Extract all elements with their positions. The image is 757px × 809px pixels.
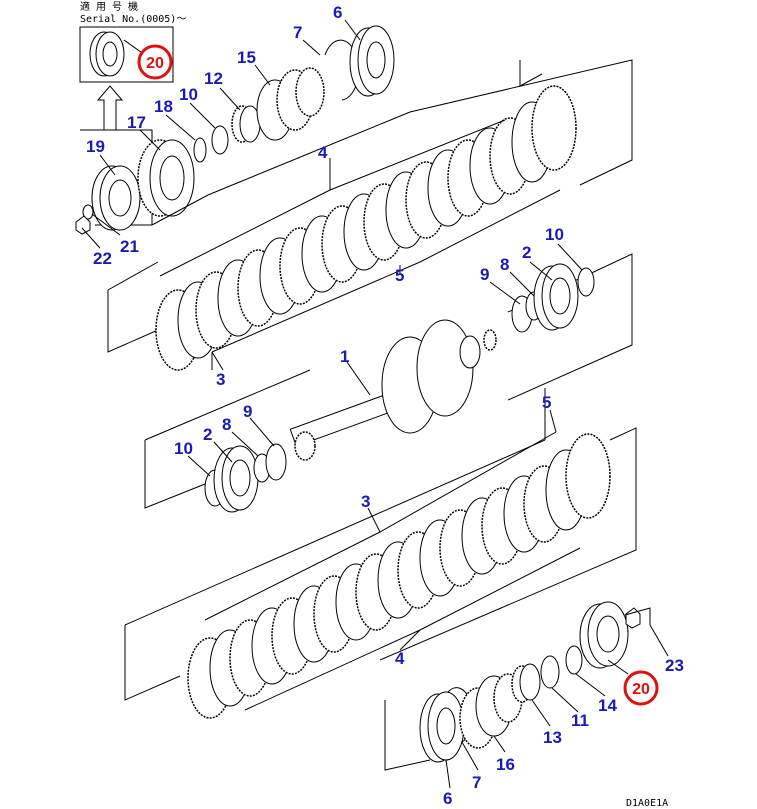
callout-6-bottom[interactable]: 6 [443,789,452,808]
part-6-plate-bottom [419,691,465,763]
callout-20-bottom[interactable] [623,670,659,706]
part-2-piston-left [213,445,259,513]
document-id: D1A0E1A [626,798,668,809]
arrow-up-icon [96,85,124,131]
part-18-ring [193,137,207,163]
callout-20-top-label: 20 [146,55,164,72]
callout-9-left[interactable]: 9 [243,402,252,421]
upper-clutch-pack [155,85,577,371]
callout-10-top[interactable]: 10 [179,85,198,104]
callout-4-bottom[interactable]: 4 [395,649,405,668]
part-14-spacer [565,645,583,675]
part-12-needle-bearing [231,105,261,143]
serial-number-label: Serial No.(0005)〜 [80,14,186,25]
callout-5-bottom[interactable]: 5 [542,393,551,412]
part-22-nut [75,215,91,235]
part-6-plate-top [349,25,395,97]
part-15-hub [256,67,325,141]
callout-4-top[interactable]: 4 [318,143,328,162]
upper-frame-right [409,59,633,186]
callout-2-left[interactable]: 2 [203,425,212,444]
callout-10-right[interactable]: 10 [545,225,564,244]
callout-3-top[interactable]: 3 [216,370,225,389]
callout-labels: 6 7 15 12 10 18 17 19 21 22 4 5 3 1 9 8 … [86,3,684,808]
applicable-serial-label: 適 用 号 機 [80,0,138,13]
callout-17[interactable]: 17 [127,113,146,132]
callout-3-bottom[interactable]: 3 [361,492,370,511]
callout-21[interactable]: 21 [120,237,139,256]
part-17-gear [137,139,195,217]
callout-10-left[interactable]: 10 [174,439,193,458]
callout-12[interactable]: 12 [204,69,223,88]
inset-bearing-icon [89,31,125,77]
part-20-bearing [579,601,629,669]
lower-clutch-pack [187,433,611,719]
callout-22[interactable]: 22 [93,249,112,268]
part-19-bearing [91,165,141,231]
callout-5-top[interactable]: 5 [395,266,404,285]
part-10-snap-ring-top [211,125,229,155]
callout-18[interactable]: 18 [154,97,173,116]
callout-19[interactable]: 19 [86,137,105,156]
part-11-snap-ring [540,655,560,689]
callout-11[interactable]: 11 [571,711,589,730]
part-23-nut [625,607,641,629]
serial-inset-frame [79,26,174,83]
callout-8-left[interactable]: 8 [222,415,231,434]
callout-20-bottom-label: 20 [632,681,650,698]
callout-8-right[interactable]: 8 [500,255,509,274]
part-9-oring-left [265,443,287,481]
part-1-shaft [289,319,497,461]
callout-14[interactable]: 14 [598,696,617,715]
callout-15[interactable]: 15 [237,48,256,67]
callout-9-right[interactable]: 9 [480,265,489,284]
leader-lines [81,19,669,789]
callout-7-top[interactable]: 7 [293,23,302,42]
part-21-ring [82,204,94,220]
part-2-piston-right [533,263,579,331]
callout-7-bottom[interactable]: 7 [472,773,481,792]
callout-6-top[interactable]: 6 [333,3,342,22]
upper-frame-left [107,290,159,353]
callout-13[interactable]: 13 [543,728,562,747]
part-10-snap-ring-right [577,267,595,297]
part-13-needle-bearing [511,663,541,703]
callout-1[interactable]: 1 [340,347,349,366]
callout-16[interactable]: 16 [496,755,515,774]
callout-20-top[interactable] [137,44,173,80]
callout-23[interactable]: 23 [665,656,684,675]
callout-2-right[interactable]: 2 [522,243,531,262]
